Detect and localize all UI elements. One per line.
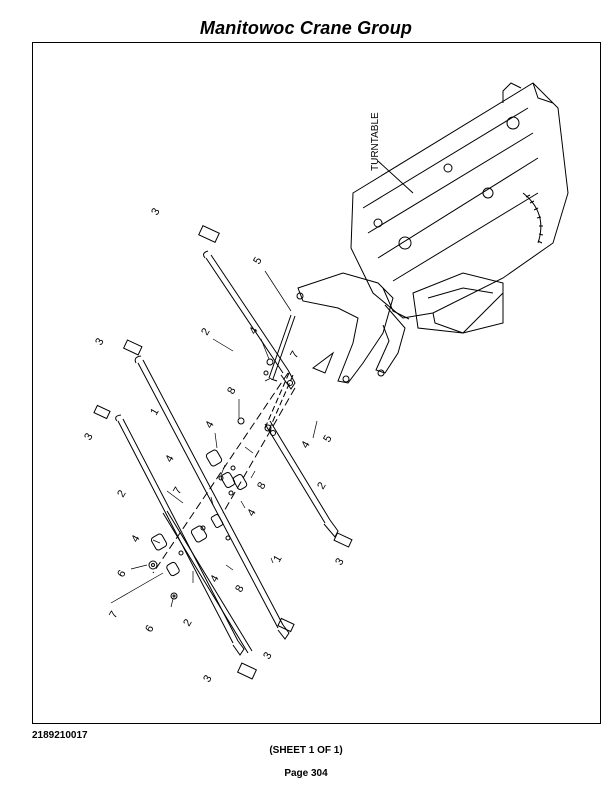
- callout-number: 4: [208, 573, 221, 584]
- callout-number: 8: [225, 385, 238, 396]
- callout-number: 2: [315, 480, 328, 491]
- callout-number: 5: [321, 433, 334, 444]
- long-bar-upper: [134, 355, 290, 640]
- callout-number: 4: [245, 507, 258, 518]
- callout-number: 2: [115, 488, 128, 499]
- callout-number: 7: [171, 485, 184, 496]
- small-fasteners: [148, 475, 231, 600]
- callout-numbers: 3 5 2 4 7 3 1 8 3 4 4 5 2 4 7 8 2 4 4 6 …: [82, 206, 346, 684]
- callout-number: 8: [255, 480, 268, 491]
- drawing-frame: TURNTABLE 3 5 2 4 7 3 1 8 3 4 4 5 2 4 7 …: [32, 42, 601, 724]
- callout-number: 1: [148, 406, 161, 417]
- callout-number: 4: [247, 325, 260, 336]
- callout-number: 7: [288, 349, 301, 360]
- callout-number: 3: [333, 556, 346, 567]
- callout-number: 4: [163, 453, 176, 464]
- exploded-parts-diagram: TURNTABLE 3 5 2 4 7 3 1 8 3 4 4 5 2 4 7 …: [82, 82, 569, 685]
- sheet-indicator: (SHEET 1 OF 1): [269, 745, 343, 756]
- callout-number: 5: [251, 255, 264, 266]
- callout-number: 1: [271, 553, 284, 564]
- page-number: Page 304: [284, 768, 328, 779]
- callout-number: 2: [181, 617, 194, 628]
- callout-number: 3: [201, 673, 214, 684]
- callout-number: 2: [199, 326, 212, 337]
- callout-number: 4: [203, 419, 216, 430]
- callout-number: 3: [149, 206, 162, 217]
- mid-bar: [162, 510, 253, 654]
- callout-number: 3: [82, 431, 95, 442]
- lower-pendant-assembly: [264, 372, 339, 538]
- end-pads: [93, 225, 353, 680]
- callout-number: 8: [233, 583, 246, 594]
- drawing-number: 2189210017: [32, 730, 88, 741]
- callout-number: 4: [129, 533, 142, 544]
- callout-number: 3: [93, 336, 106, 347]
- upper-pendant-assembly: [152, 250, 296, 574]
- callout-number: 6: [115, 568, 128, 579]
- callout-number: 7: [107, 609, 120, 620]
- callout-number: 3: [261, 650, 274, 661]
- callout-number: 4: [299, 439, 312, 450]
- turntable-drawing: [296, 82, 569, 384]
- page-header: Manitowoc Crane Group: [199, 18, 413, 38]
- bushings: [150, 417, 248, 577]
- callout-number: 6: [143, 623, 156, 634]
- leader-lines: [110, 270, 318, 608]
- turntable-label: TURNTABLE: [370, 112, 381, 171]
